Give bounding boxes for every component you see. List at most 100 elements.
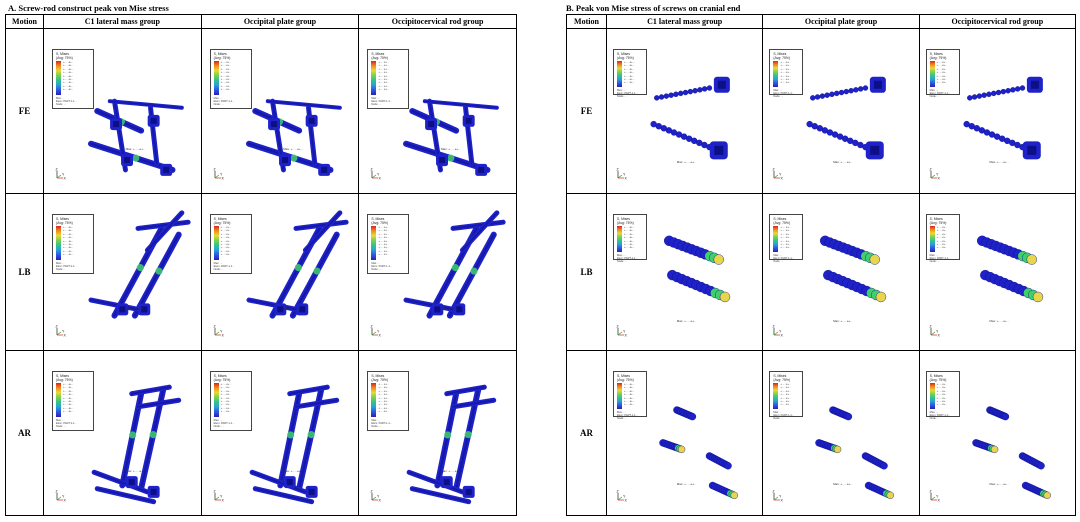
stress-legend: S, Mises (Avg: 75%)+·.···e+·· +·.···e+··… [52,214,94,274]
svg-text:X: X [625,499,628,503]
legend-title: S, Mises (Avg: 75%) [213,217,231,225]
axis-triad-icon: Z X Y [617,490,628,503]
svg-text:X: X [781,334,784,338]
svg-text:X: X [64,499,67,503]
svg-text:X: X [781,177,784,181]
svg-text:X: X [379,334,382,338]
max-stress-label: Max: +·.···e+·· [676,482,697,487]
svg-text:Z: Z [617,490,620,494]
panel-a-table: Motion C1 lateral mass group Occipital p… [5,14,517,516]
color-scale-bar [56,61,61,95]
fem-model-render [91,384,182,505]
legend-footer: Max: ... Elem: PART-1-1... Node: ... [371,261,392,272]
row-label-lb: LB [5,193,44,351]
color-scale-bar [213,383,219,417]
axis-triad-icon: Z X Y [773,325,784,338]
color-scale-bar [371,226,377,260]
stress-legend: S, Mises (Avg: 75%)+·.···e+·· +·.···e+··… [367,49,410,109]
legend-values: +·.···e+·· +·.···e+·· +·.···e+·· +·.···e… [378,383,389,414]
header-occipitocervical-rod-screw: Occipitocervical rod group [918,14,1077,29]
legend-title: S, Mises (Avg: 75%) [56,217,73,225]
svg-text:Z: Z [56,325,59,329]
fem-image-b-lb-plate: S, Mises (Avg: 75%)+·.···e+·· +·.···e+··… [762,193,920,351]
svg-text:Y: Y [623,495,626,499]
legend-values: +·.···e+·· +·.···e+·· +·.···e+·· +·.···e… [220,383,232,414]
stress-legend: S, Mises (Avg: 75%)+·.···e+·· +·.···e+··… [925,49,960,98]
fem-image-a-ar-c1: S, Mises (Avg: 75%)+·.···e+·· +·.···e+··… [43,350,202,516]
panel-b-row-ar: AR S, Mises (Avg: 75%)+·.···e+·· +·.···e… [566,350,1077,516]
legend-footer: Max: ... Elem: PART-1-1... Node: ... [929,253,951,263]
fem-model-render [976,235,1043,303]
svg-text:Z: Z [371,325,374,329]
stress-legend: S, Mises (Avg: 75%)+·.···e+·· +·.···e+··… [613,214,647,263]
header-c1-lateral-mass: C1 lateral mass group [43,14,202,29]
svg-text:Z: Z [773,325,776,329]
stress-legend: S, Mises (Avg: 75%)+·.···e+·· +·.···e+··… [209,214,252,274]
svg-text:Z: Z [56,168,59,172]
legend-values: +·.···e+·· +·.···e+·· +·.···e+·· +·.···e… [780,226,791,250]
max-stress-label: Max: +·.···e+·· [125,147,145,152]
legend-footer: Max: ... Elem: PART-1-1... Node: ... [617,410,638,420]
axis-triad-icon: Z X Y [617,325,628,338]
svg-text:Z: Z [371,490,374,494]
legend-title: S, Mises (Avg: 75%) [371,217,389,225]
legend-title: S, Mises (Avg: 75%) [213,374,231,382]
legend-values: +·.···e+·· +·.···e+·· +·.···e+·· +·.···e… [624,226,635,250]
legend-values: +·.···e+·· +·.···e+·· +·.···e+·· +·.···e… [220,61,232,92]
legend-title: S, Mises (Avg: 75%) [929,374,947,382]
axis-triad-icon: Z X Y [929,325,940,338]
legend-values: +·.···e+·· +·.···e+·· +·.···e+·· +·.···e… [63,226,74,257]
svg-text:Z: Z [617,325,620,329]
panel-a-title: A. Screw-rod construct peak von Mise str… [8,3,169,13]
svg-text:Z: Z [617,168,620,172]
svg-text:X: X [379,177,382,181]
axis-triad-icon: Z X Y [371,490,382,503]
max-stress-label: Max: +·.···e+·· [283,469,303,474]
legend-footer: Max: ... Elem: PART-1-1... Node: ... [617,88,638,98]
svg-text:Y: Y [623,173,626,177]
max-stress-label: Max: +·.···e+·· [440,306,461,311]
legend-footer: Max: ... Elem: PART-1-1... Node: ... [371,96,392,107]
svg-text:Y: Y [936,495,939,499]
fem-model-render [245,98,342,176]
svg-text:Y: Y [377,173,380,177]
color-scale-bar [773,226,779,252]
legend-footer: Max: ... Elem: PART-1-1... Node: ... [617,253,638,263]
legend-title: S, Mises (Avg: 75%) [371,374,389,382]
svg-text:X: X [64,334,67,338]
header-motion: Motion [566,14,607,29]
row-label-lb: LB [566,193,607,351]
axis-triad-icon: Z X Y [617,168,628,181]
svg-text:X: X [625,177,628,181]
panel-b-header-row: Motion C1 lateral mass group Occipital p… [566,14,1077,29]
fem-image-a-fe-rod: S, Mises (Avg: 75%)+·.···e+·· +·.···e+··… [358,28,517,194]
axis-triad-icon: Z X Y [56,490,67,503]
fem-image-a-lb-c1: S, Mises (Avg: 75%)+·.···e+·· +·.···e+··… [43,193,202,351]
fem-model-render [663,235,731,303]
fem-image-b-ar-c1: S, Mises (Avg: 75%)+·.···e+·· +·.···e+··… [605,350,764,516]
svg-text:Z: Z [773,490,776,494]
color-scale-bar [617,61,622,87]
stress-legend: S, Mises (Avg: 75%)+·.···e+·· +·.···e+··… [209,49,252,109]
stress-legend: S, Mises (Avg: 75%)+·.···e+·· +·.···e+··… [613,371,647,420]
header-motion: Motion [5,14,44,29]
axis-triad-icon: Z X Y [371,325,382,338]
legend-values: +·.···e+·· +·.···e+·· +·.···e+·· +·.···e… [220,226,232,257]
max-stress-label: Max: +·.···e+·· [989,160,1009,165]
fem-model-render [88,98,184,176]
max-stress-label: Max: +·.···e+·· [676,318,697,323]
panel-b-row-lb: LB S, Mises (Avg: 75%)+·.···e+·· +·.···e… [566,193,1077,351]
fem-image-b-fe-c1: S, Mises (Avg: 75%)+·.···e+·· +·.···e+··… [605,28,764,194]
axis-triad-icon: Z X Y [773,168,784,181]
legend-values: +·.···e+·· +·.···e+·· +·.···e+·· +·.···e… [378,61,389,92]
axis-triad-icon: Z X Y [213,490,224,503]
max-stress-label: Max: +·.···e+·· [833,160,853,165]
stress-legend: S, Mises (Avg: 75%)+·.···e+·· +·.···e+··… [769,371,804,420]
fem-model-render [88,210,191,319]
fem-model-render [406,384,497,505]
panel-a-row-fe: FE S, Mises (Avg: 75%)+·.···e+·· +·.···e… [5,28,517,194]
fem-image-a-ar-rod: S, Mises (Avg: 75%)+·.···e+·· +·.···e+··… [358,350,517,516]
svg-text:Y: Y [779,330,782,334]
legend-footer: Max: ... Elem: PART-1-1... Node: ... [773,253,794,263]
legend-title: S, Mises (Avg: 75%) [929,52,947,60]
